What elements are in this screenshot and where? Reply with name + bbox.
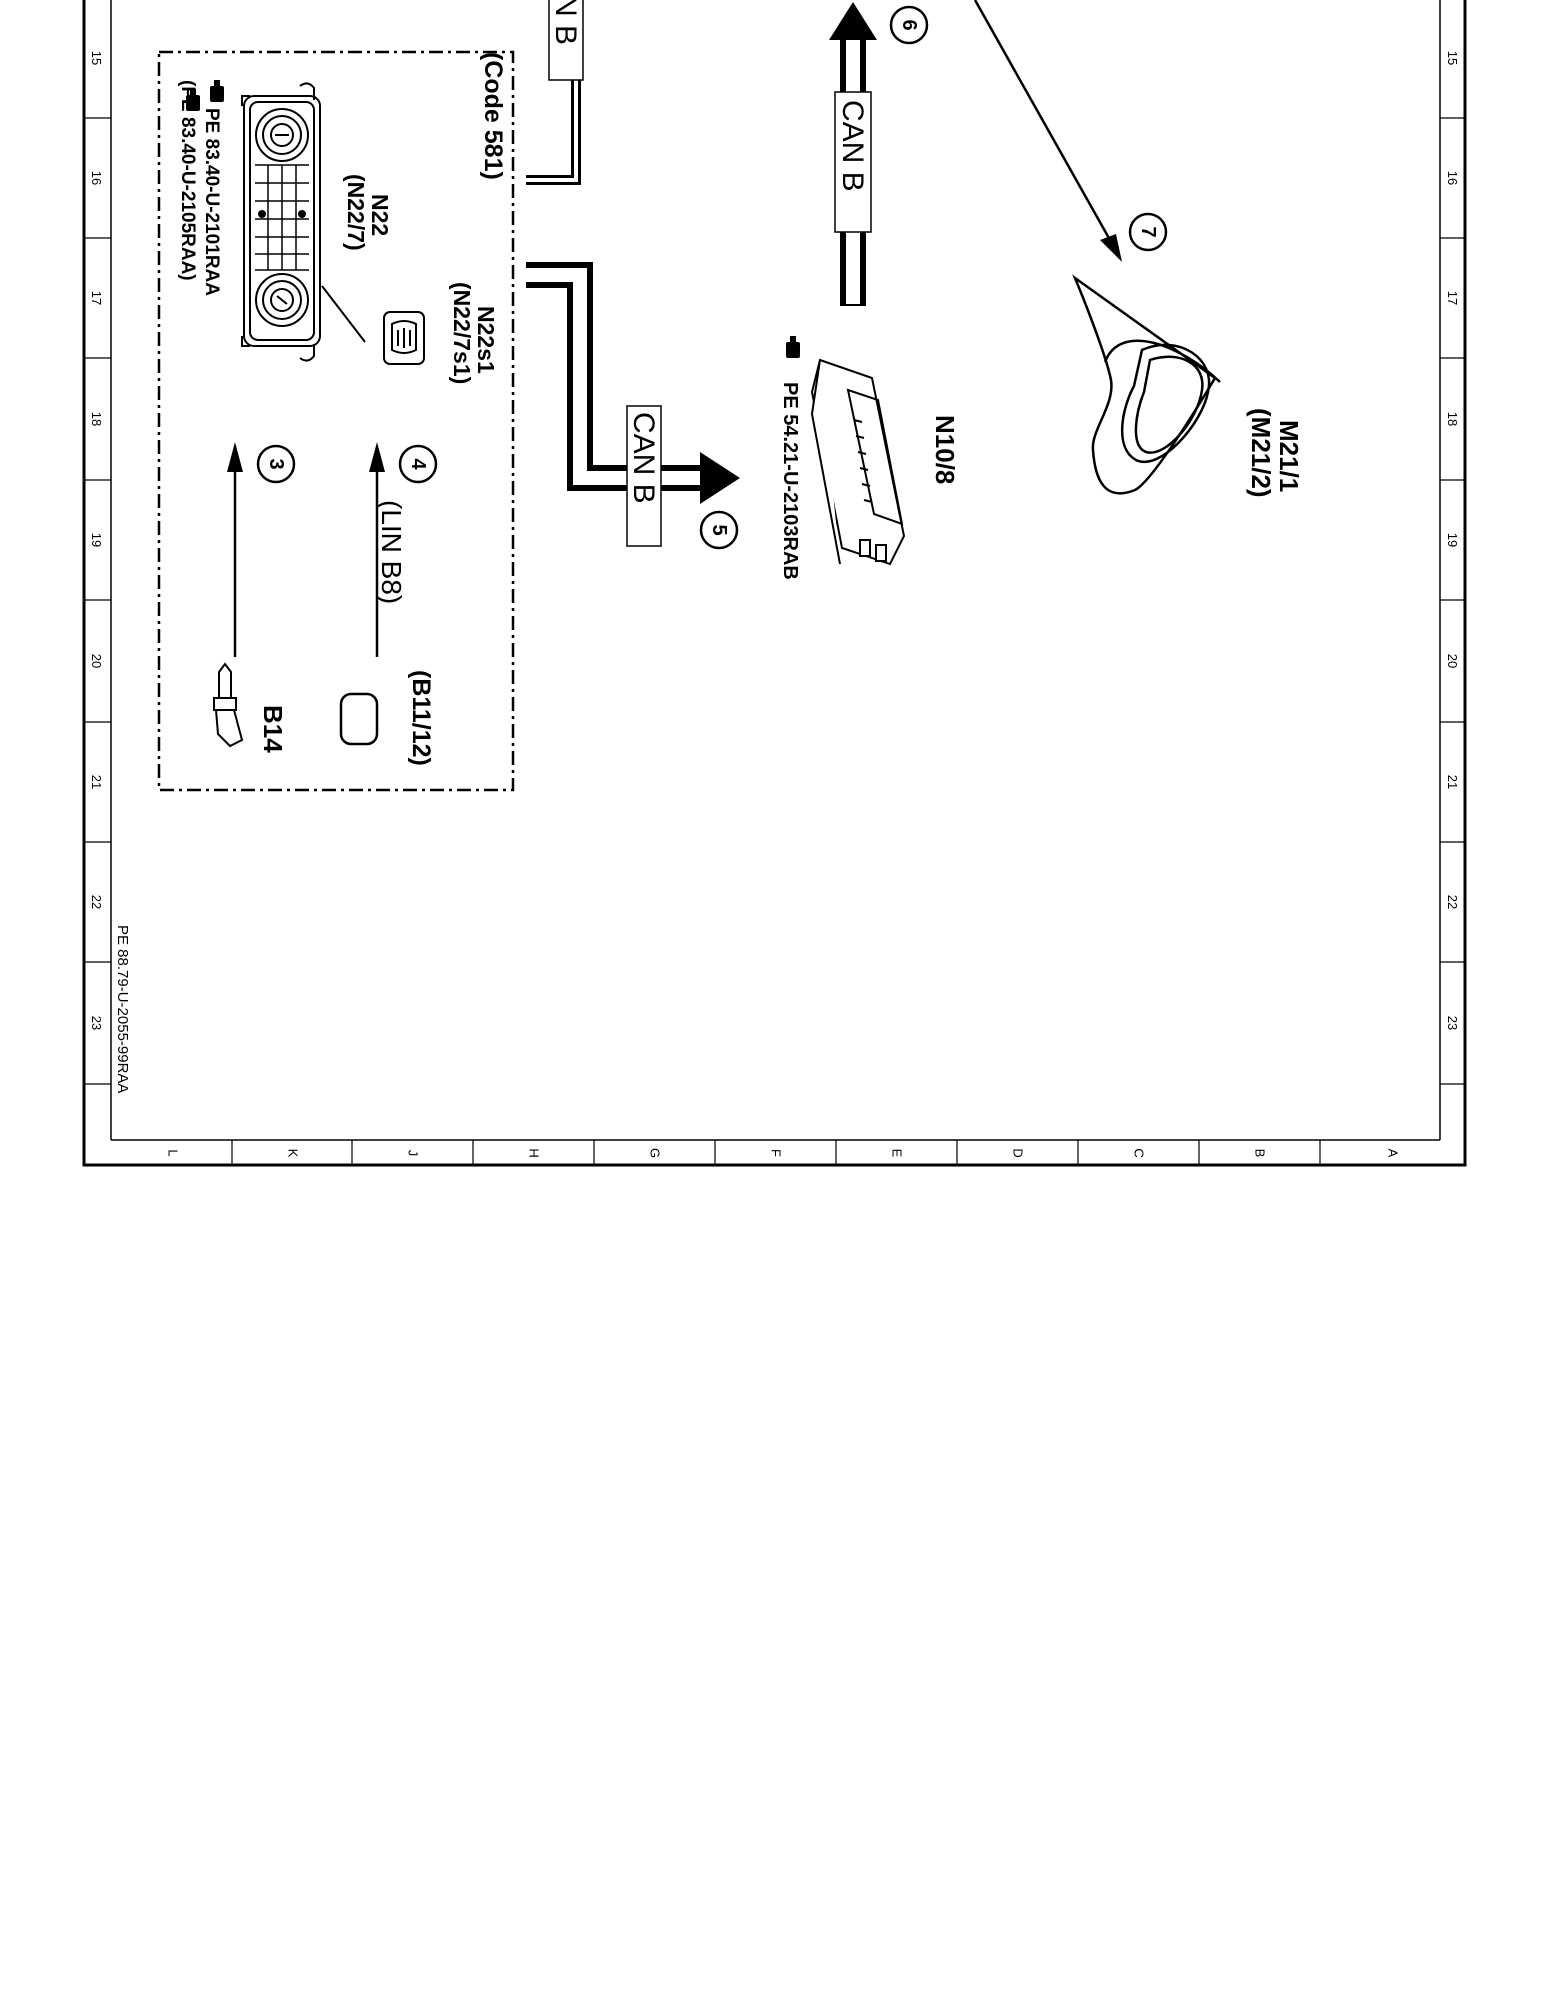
- reference-hand-icon: [186, 89, 200, 111]
- callout-number: 4: [407, 458, 429, 470]
- row-label: 17: [1445, 291, 1460, 305]
- humidity-sensor-icon: [339, 692, 379, 746]
- callout-4: 4: [398, 444, 438, 484]
- column-labels: L K J H G F E D C B A: [166, 1148, 1401, 1158]
- callout-number: 7: [1137, 226, 1159, 237]
- n22-ref-2: (PE 83.40-U-2105RAA): [177, 80, 198, 281]
- can-bus-top: N B: [526, 0, 584, 185]
- column-label: A: [1386, 1149, 1401, 1158]
- callout-number: 6: [898, 19, 920, 30]
- n22-ref-1: PE 83.40-U-2101RAA: [201, 108, 222, 296]
- row-label: 23: [89, 1016, 104, 1030]
- can-bus-center: CAN B: [526, 262, 740, 547]
- m21-label: M21/1: [1274, 420, 1304, 492]
- lin-label: (LIN B8): [376, 500, 407, 604]
- callout-5: 5: [699, 510, 739, 550]
- m21-alt-label: (M21/2): [1246, 408, 1276, 498]
- column-label: C: [1132, 1148, 1147, 1157]
- arrow-up-icon: [829, 2, 877, 40]
- column-label: B: [1253, 1149, 1268, 1158]
- row-label: 18: [1445, 412, 1460, 426]
- reference-hand-icon: [786, 336, 800, 358]
- drawing-reference: PE 88.79-U-2055-99RAA: [114, 925, 131, 1093]
- row-label: 23: [1445, 1016, 1460, 1030]
- mirror-icon: [1072, 274, 1221, 495]
- column-label: G: [648, 1148, 663, 1158]
- callout-7: 7: [1128, 212, 1168, 252]
- n10-ref: PE 54.21-U-2103RAB: [779, 382, 801, 580]
- drawing-frame: [82, 0, 1467, 1167]
- control-panel-icon: [241, 82, 321, 362]
- can-bus-label: N B: [549, 0, 582, 45]
- n22s1-alt-label: (N22/7s1): [449, 282, 475, 384]
- row-label: 16: [89, 171, 104, 185]
- n22-alt-label: (N22/7): [343, 174, 369, 251]
- n10-label: N10/8: [930, 415, 960, 484]
- n22-label: N22: [367, 194, 393, 236]
- n22s1-label: N22s1: [473, 306, 499, 374]
- row-label: 21: [1445, 775, 1460, 789]
- arrow-up-icon: [369, 442, 385, 472]
- mirror-pointer: [973, 0, 1122, 262]
- column-label: J: [406, 1150, 421, 1157]
- arrow-up-icon: [227, 442, 243, 472]
- row-labels-right: 15 16 17 18 19 20 21 22 23: [1445, 51, 1460, 1030]
- callout-number: 3: [265, 458, 287, 469]
- can-bus-label-box: [548, 0, 584, 81]
- control-unit-icon: [810, 358, 906, 566]
- can-bus-right: CAN B: [829, 2, 877, 306]
- row-label: 19: [1445, 533, 1460, 547]
- column-label: F: [769, 1149, 784, 1157]
- can-bus-label: CAN B: [836, 100, 869, 192]
- column-label: E: [890, 1149, 905, 1158]
- row-label: 21: [89, 775, 104, 789]
- row-label: 22: [89, 895, 104, 909]
- rear-defrost-icon: [383, 311, 425, 365]
- callout-3: 3: [256, 444, 296, 484]
- can-bus-label-box: [834, 91, 872, 233]
- code-label: (Code 581): [479, 52, 507, 180]
- row-label: 20: [89, 654, 104, 668]
- callout-6: 6: [889, 5, 929, 45]
- can-bus-label-box: [626, 405, 662, 547]
- arrow-right-icon: [700, 452, 740, 504]
- leader-line: [321, 285, 366, 343]
- row-label: 15: [1445, 51, 1460, 65]
- column-label: K: [286, 1149, 301, 1158]
- temperature-sensor-icon: [213, 662, 244, 748]
- can-bus-label: CAN B: [627, 412, 660, 504]
- b14-label: B14: [258, 705, 288, 753]
- column-label: D: [1011, 1148, 1026, 1157]
- row-label: 19: [89, 533, 104, 547]
- reference-hand-icon: [210, 80, 224, 102]
- optional-equipment-box: [157, 50, 515, 792]
- signal-arrow-4: [369, 442, 385, 657]
- signal-arrow-3: [227, 442, 243, 657]
- column-label: H: [527, 1148, 542, 1157]
- row-label: 20: [1445, 654, 1460, 668]
- row-label: 18: [89, 412, 104, 426]
- callout-number: 5: [708, 524, 730, 535]
- column-label: L: [166, 1149, 181, 1156]
- row-label: 22: [1445, 895, 1460, 909]
- row-label: 15: [89, 51, 104, 65]
- row-label: 17: [89, 291, 104, 305]
- row-label: 16: [1445, 171, 1460, 185]
- b11-label: (B11/12): [407, 670, 435, 766]
- row-labels-left: 15 16 17 18 19 20 21 22 23: [89, 51, 104, 1030]
